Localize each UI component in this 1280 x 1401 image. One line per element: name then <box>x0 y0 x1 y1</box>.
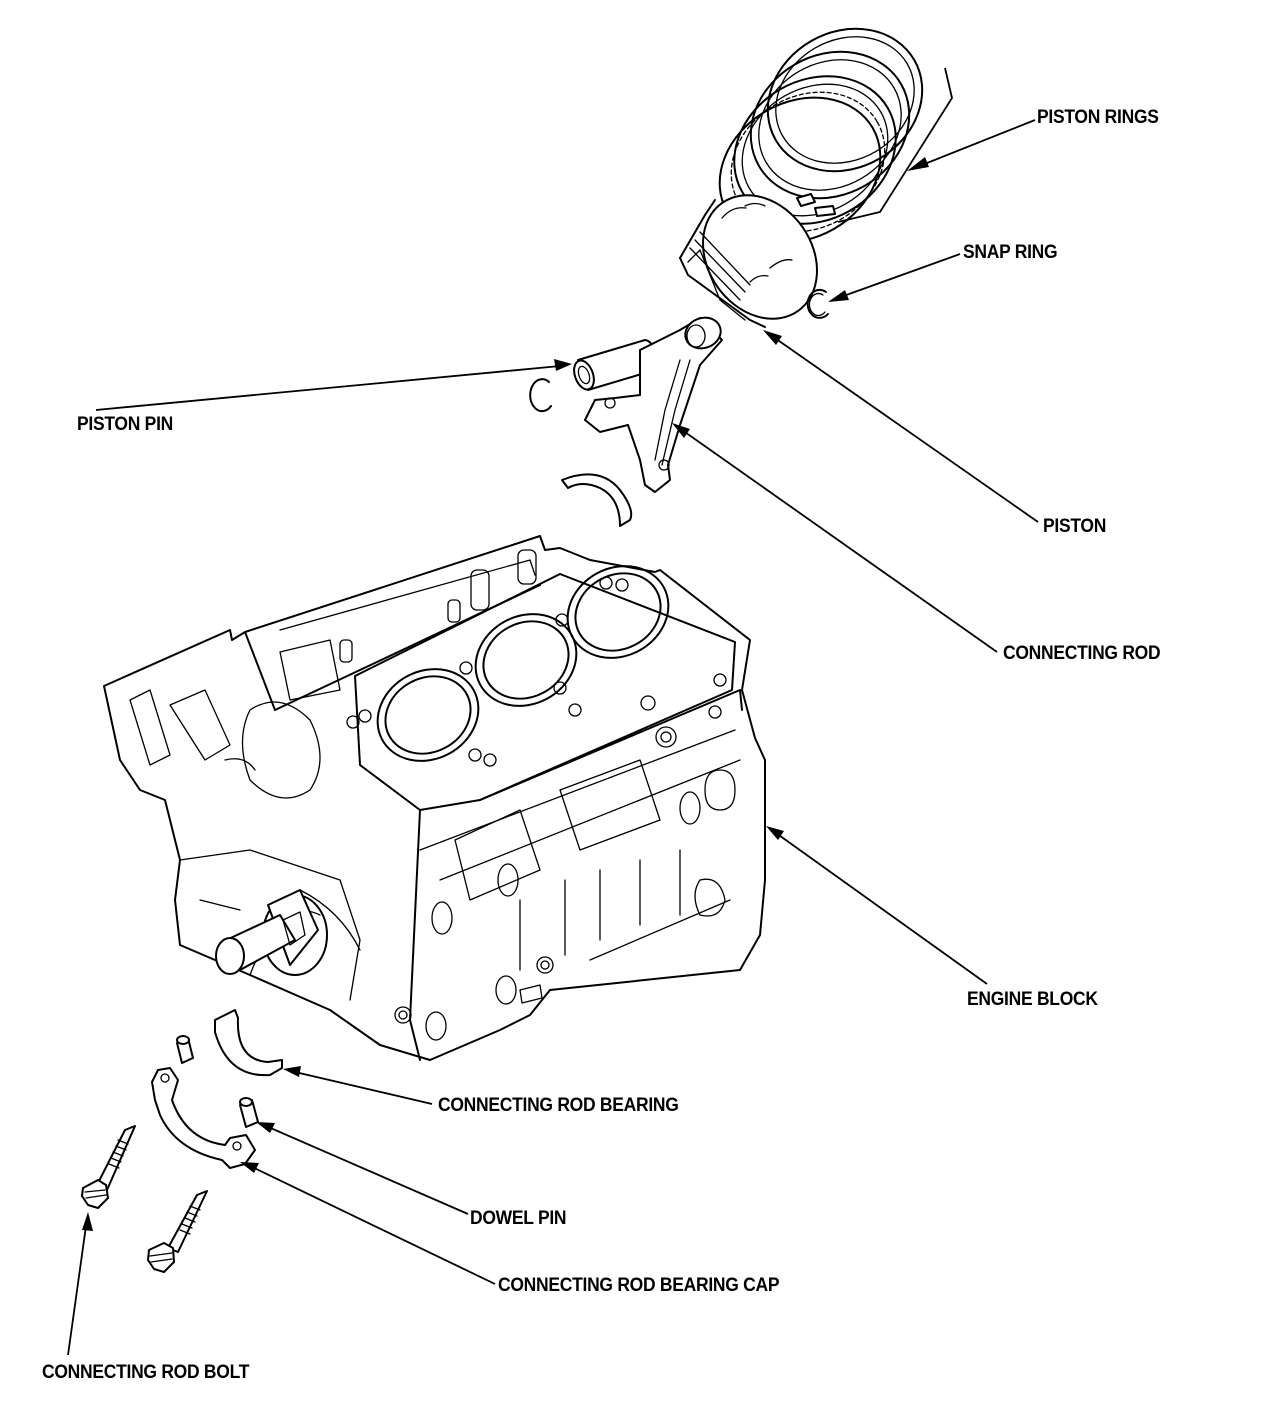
connecting-rod-bearing-cap-part <box>151 1067 256 1169</box>
connecting-rod-bolt-part <box>81 1125 136 1209</box>
label-engine-block: ENGINE BLOCK <box>967 989 1098 1010</box>
leader-dowel-pin <box>256 1122 469 1215</box>
engine-block-part <box>103 535 766 1061</box>
label-connecting-rod-bolt: CONNECTING ROD BOLT <box>42 1362 250 1383</box>
leader-piston <box>763 330 1039 523</box>
leader-connecting-rod-bolt <box>67 1212 93 1356</box>
label-connecting-rod-bearing: CONNECTING ROD BEARING <box>438 1095 679 1116</box>
dowel-pin-lower-part <box>239 1097 259 1128</box>
connecting-rod-bearing-part <box>214 1009 283 1077</box>
piston-rings-bracket <box>837 67 953 223</box>
upper-bearing-shell-part <box>561 473 633 527</box>
label-piston-rings: PISTON RINGS <box>1037 107 1159 128</box>
label-dowel-pin: DOWEL PIN <box>470 1208 567 1229</box>
leader-piston-rings <box>907 119 1036 171</box>
piston-part <box>679 194 818 328</box>
snap-ring-part <box>806 288 829 319</box>
label-piston-pin: PISTON PIN <box>77 414 173 435</box>
snap-ring-left-part <box>529 378 552 413</box>
leader-piston-pin <box>95 359 572 411</box>
leader-connecting-rod-bearing <box>283 1066 433 1105</box>
leader-snap-ring <box>828 253 961 302</box>
leader-connecting-rod-bearing-cap <box>240 1162 496 1285</box>
leader-connecting-rod <box>672 423 998 653</box>
dowel-pin-upper-part <box>176 1035 194 1064</box>
connecting-rod-part <box>584 316 723 493</box>
label-connecting-rod-bearing-cap: CONNECTING ROD BEARING CAP <box>498 1275 780 1296</box>
connecting-rod-bolt-second-part <box>147 1190 208 1273</box>
leader-engine-block <box>766 826 988 985</box>
label-snap-ring: SNAP RING <box>963 242 1058 263</box>
label-connecting-rod: CONNECTING ROD <box>1003 643 1161 664</box>
label-piston: PISTON <box>1043 516 1107 537</box>
piston-rings-part <box>718 27 924 244</box>
